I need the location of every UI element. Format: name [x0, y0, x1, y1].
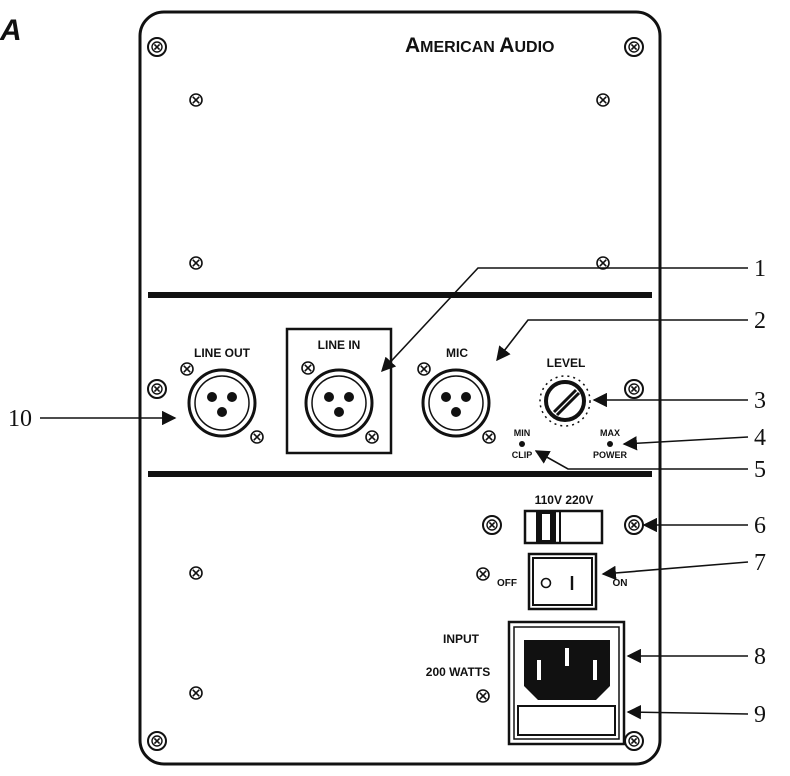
off-label: OFF — [497, 578, 517, 589]
screw-icon — [189, 93, 203, 107]
level-knob-icon — [539, 375, 591, 427]
callout-4: 4 — [754, 425, 766, 451]
screw-icon — [482, 430, 496, 444]
power-label: POWER — [593, 450, 628, 460]
line-in-label: LINE IN — [318, 338, 361, 352]
callout-lines — [40, 267, 749, 720]
watts-label: 200 WATTS — [426, 665, 490, 679]
callout-2: 2 — [754, 308, 766, 334]
callout-3: 3 — [754, 388, 766, 414]
screw-icon — [301, 361, 315, 375]
max-label: MAX — [600, 428, 620, 438]
divider-top — [148, 292, 652, 298]
line-out-jack-icon — [187, 368, 257, 438]
side-screw-icon — [624, 379, 644, 399]
corner-screw-icon — [147, 731, 167, 751]
screw-icon — [482, 515, 502, 535]
line-out-label: LINE OUT — [194, 346, 251, 360]
corner-screw-icon — [624, 37, 644, 57]
screw-icon — [417, 362, 431, 376]
voltage-label: 110V 220V — [535, 493, 594, 507]
screw-icon — [180, 362, 194, 376]
mic-jack-icon — [421, 368, 491, 438]
level-label: LEVEL — [547, 356, 586, 370]
on-label: ON — [613, 578, 628, 589]
figure-letter: A — [0, 14, 22, 47]
line-in-jack-icon — [304, 368, 374, 438]
callout-7: 7 — [754, 550, 766, 576]
screw-icon — [476, 567, 490, 581]
corner-screw-icon — [147, 37, 167, 57]
input-label: INPUT — [443, 632, 480, 646]
callout-10: 10 — [8, 406, 32, 432]
screw-icon — [624, 515, 644, 535]
clip-label: CLIP — [512, 450, 533, 460]
screw-icon — [365, 430, 379, 444]
callout-1: 1 — [754, 256, 766, 282]
power-inlet-icon — [507, 620, 626, 746]
min-label: MIN — [514, 428, 531, 438]
callout-6: 6 — [754, 513, 766, 539]
callout-9: 9 — [754, 702, 766, 728]
side-screw-icon — [147, 379, 167, 399]
clip-led-icon — [519, 441, 525, 447]
screw-icon — [189, 256, 203, 270]
brand-logo: AMERICAN AUDIO — [405, 34, 554, 57]
divider-bottom — [148, 471, 652, 477]
screw-icon — [189, 686, 203, 700]
screw-icon — [189, 566, 203, 580]
power-switch-icon — [527, 552, 598, 611]
corner-screw-icon — [624, 731, 644, 751]
mic-label: MIC — [446, 346, 468, 360]
power-led-icon — [607, 441, 613, 447]
callout-5: 5 — [754, 457, 766, 483]
callout-8: 8 — [754, 644, 766, 670]
screw-icon — [476, 689, 490, 703]
screw-icon — [250, 430, 264, 444]
screw-icon — [596, 93, 610, 107]
voltage-switch-icon — [523, 509, 604, 545]
